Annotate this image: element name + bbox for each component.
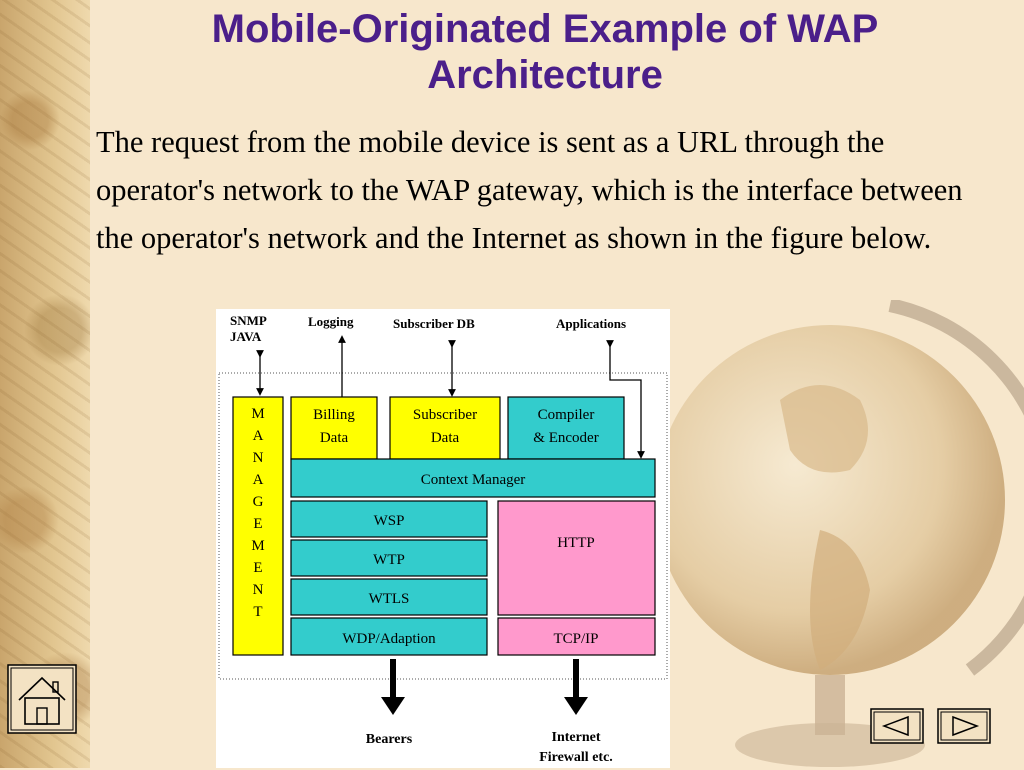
- management-letter: E: [253, 516, 262, 532]
- next-slide-button[interactable]: [937, 708, 991, 744]
- label-logging: Logging: [308, 314, 354, 329]
- management-letters: M A N A G E M E N T: [251, 406, 264, 620]
- previous-slide-button[interactable]: [870, 708, 924, 744]
- subscriber-data-box: [389, 396, 501, 460]
- management-letter: G: [253, 494, 264, 510]
- triangle-right-icon: [952, 715, 980, 737]
- slide-body-text: The request from the mobile device is se…: [96, 125, 963, 255]
- wsp-box: [290, 500, 488, 538]
- wdp-adaption-box: [290, 617, 488, 656]
- subscriber-label-1: Subscriber: [413, 407, 477, 423]
- label-java: JAVA: [230, 329, 262, 344]
- label-firewall: Firewall etc.: [539, 750, 613, 765]
- management-letter: A: [253, 428, 264, 444]
- wtls-box: [290, 578, 488, 616]
- home-button[interactable]: [7, 664, 77, 734]
- management-letter: M: [251, 406, 264, 422]
- context-manager-box: [290, 458, 656, 498]
- tcpip-label: TCP/IP: [553, 631, 598, 647]
- management-box: [232, 396, 284, 656]
- billing-data-box: [290, 396, 378, 460]
- tcpip-box: [497, 617, 656, 656]
- http-label: HTTP: [557, 535, 595, 551]
- management-letter: M: [251, 538, 264, 554]
- globe-image: [655, 300, 1024, 767]
- triangle-left-icon: [881, 715, 909, 737]
- compiler-encoder-box: [507, 396, 625, 460]
- wsp-label: WSP: [374, 513, 405, 529]
- http-box: [497, 500, 656, 616]
- wtls-label: WTLS: [369, 591, 410, 607]
- label-applications: Applications: [556, 316, 626, 331]
- decorative-map-strip: [0, 0, 90, 768]
- wtp-label: WTP: [373, 552, 405, 568]
- billing-label-1: Billing: [313, 407, 355, 423]
- wtp-box: [290, 539, 488, 577]
- management-letter: N: [253, 450, 264, 466]
- gateway-boundary: [218, 372, 668, 680]
- management-letter: N: [253, 582, 264, 598]
- subscriber-label-2: Data: [431, 430, 460, 446]
- management-letter: E: [253, 560, 262, 576]
- compiler-label-2: & Encoder: [533, 430, 598, 446]
- slide-title: Mobile-Originated Example of WAP Archite…: [211, 7, 879, 97]
- context-manager-label: Context Manager: [421, 472, 526, 488]
- billing-label-2: Data: [320, 430, 349, 446]
- label-internet: Internet: [552, 730, 601, 745]
- home-icon: [18, 676, 66, 725]
- management-letter: A: [253, 472, 264, 488]
- arrow-applications: [606, 340, 645, 459]
- management-letter: T: [253, 604, 262, 620]
- arrow-internet: [564, 659, 588, 715]
- compiler-label-1: Compiler: [538, 407, 595, 423]
- label-subscriber-db: Subscriber DB: [393, 316, 475, 331]
- label-snmp: SNMP: [230, 313, 267, 328]
- label-bearers: Bearers: [366, 732, 413, 747]
- arrow-bearers: [381, 659, 405, 715]
- wap-architecture-diagram: SNMP JAVA Logging Subscriber DB Applicat…: [216, 309, 670, 768]
- wdp-adaption-label: WDP/Adaption: [342, 631, 436, 647]
